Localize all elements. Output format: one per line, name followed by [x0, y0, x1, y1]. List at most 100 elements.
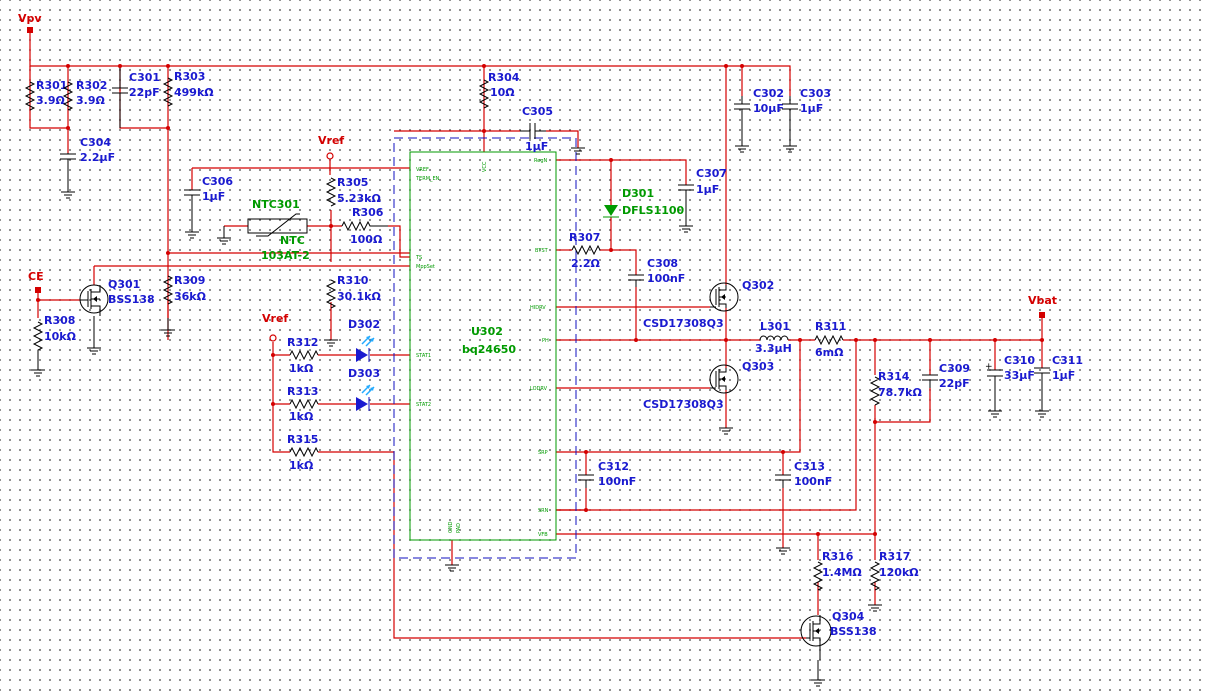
resistor-r306[interactable]: R306 100Ω — [341, 206, 388, 246]
svg-text:R308: R308 — [44, 314, 75, 327]
svg-text:3.9Ω: 3.9Ω — [76, 94, 105, 107]
svg-text:100nF: 100nF — [647, 272, 685, 285]
svg-text:R304: R304 — [488, 71, 520, 84]
svg-text:1µF: 1µF — [525, 140, 548, 153]
u302-value: bq24650 — [462, 343, 516, 356]
capacitor-c303[interactable]: C303 1µF — [782, 87, 831, 153]
capacitor-c309[interactable]: C309 22pF — [922, 362, 970, 390]
thermistor-ntc301[interactable]: NTC301 NTC 103AT-2 — [247, 198, 310, 262]
capacitor-c301[interactable]: C301 22pF — [112, 66, 160, 128]
net-ce: CE — [28, 270, 44, 293]
svg-text:R312: R312 — [287, 336, 318, 349]
svg-text:C304: C304 — [80, 136, 111, 149]
capacitor-c313[interactable]: C313 100nF — [775, 460, 832, 555]
svg-text:1µF: 1µF — [1052, 369, 1075, 382]
svg-text:R302: R302 — [76, 79, 107, 92]
svg-text:2.2Ω: 2.2Ω — [571, 257, 600, 270]
capacitor-c304[interactable]: C304 2.2µF — [60, 136, 115, 199]
resistor-r312[interactable]: R312 1kΩ — [287, 336, 319, 375]
resistor-r313[interactable]: R313 1kΩ — [287, 385, 319, 423]
svg-text:100Ω: 100Ω — [350, 233, 383, 246]
resistor-r303[interactable]: R303 499kΩ — [162, 70, 214, 107]
capacitor-c310[interactable]: + C310 33µF — [985, 354, 1035, 418]
svg-text:R303: R303 — [174, 70, 205, 83]
resistor-r310[interactable]: R310 30.1kΩ — [325, 274, 381, 309]
resistor-r309[interactable]: R309 36kΩ — [162, 274, 207, 305]
capacitor-c302[interactable]: C302 10µF — [734, 87, 784, 153]
ic-u302[interactable]: U302 bq24650 VREF TERM_EN TS MppSet STAT… — [393, 137, 577, 559]
svg-text:22pF: 22pF — [129, 86, 160, 99]
resistor-r317[interactable]: R317 120kΩ — [869, 550, 919, 591]
pin-regn: RegN — [534, 158, 547, 164]
svg-text:3.9Ω: 3.9Ω — [36, 94, 65, 107]
inductor-l301[interactable]: L301 3.3µH — [755, 320, 792, 355]
svg-text:R316: R316 — [822, 550, 854, 563]
resistor-r302[interactable]: R302 3.9Ω — [62, 79, 107, 111]
mosfet-q301[interactable]: Q301 BSS138 — [79, 278, 155, 316]
svg-text:Q303: Q303 — [742, 360, 774, 373]
svg-text:10kΩ: 10kΩ — [44, 330, 77, 343]
capacitor-c305[interactable]: C305 1µF — [520, 105, 585, 155]
resistor-r305[interactable]: R305 5.23kΩ — [325, 176, 381, 207]
capacitor-c311[interactable]: C311 1µF — [1034, 354, 1083, 418]
capacitor-c312[interactable]: C312 100nF — [578, 460, 636, 488]
resistor-r311[interactable]: R311 6mΩ — [814, 320, 846, 359]
svg-text:R306: R306 — [352, 206, 384, 219]
pin-ts: TS — [415, 255, 422, 261]
svg-text:1µF: 1µF — [202, 190, 225, 203]
svg-text:R314: R314 — [878, 370, 910, 383]
mosfet-q304[interactable]: Q304 BSS138 — [800, 610, 877, 660]
svg-text:D301: D301 — [622, 187, 654, 200]
capacitor-c308[interactable]: C308 100nF — [628, 257, 685, 287]
svg-text:Q301: Q301 — [108, 278, 140, 291]
svg-text:10µF: 10µF — [753, 102, 784, 115]
svg-text:103AT-2: 103AT-2 — [261, 249, 310, 262]
svg-text:10Ω: 10Ω — [490, 86, 515, 99]
svg-text:36kΩ: 36kΩ — [174, 290, 207, 303]
svg-text:Vpv: Vpv — [18, 12, 42, 25]
led-d303[interactable]: D303 — [348, 367, 380, 411]
u302-ref: U302 — [471, 325, 503, 338]
svg-text:C306: C306 — [202, 175, 233, 188]
net-vbat: Vbat — [1028, 294, 1057, 318]
resistor-r315[interactable]: R315 1kΩ — [287, 433, 319, 472]
svg-text:C313: C313 — [794, 460, 825, 473]
capacitor-c307[interactable]: C307 1µF — [678, 167, 727, 233]
mosfet-q302[interactable]: Q302 CSD17308Q3 — [643, 279, 774, 330]
svg-text:1kΩ: 1kΩ — [289, 410, 314, 423]
svg-text:C309: C309 — [939, 362, 970, 375]
svg-text:R315: R315 — [287, 433, 318, 446]
led-d302[interactable]: D302 — [348, 318, 380, 362]
svg-text:1.4MΩ: 1.4MΩ — [822, 566, 862, 579]
svg-text:R317: R317 — [879, 550, 910, 563]
resistor-r307[interactable]: R307 2.2Ω — [569, 231, 600, 270]
svg-text:R310: R310 — [337, 274, 369, 287]
net-vpv: Vpv — [18, 12, 42, 38]
svg-text:D302: D302 — [348, 318, 380, 331]
resistor-r316[interactable]: R316 1.4MΩ — [812, 550, 862, 591]
resistor-r308[interactable]: R308 10kΩ — [32, 314, 77, 370]
mosfet-q303[interactable]: Q303 CSD17308Q3 — [643, 360, 774, 411]
resistor-r314[interactable]: R314 78.7kΩ — [869, 370, 922, 406]
svg-text:NTC301: NTC301 — [252, 198, 300, 211]
net-vref-2: Vref — [262, 312, 288, 342]
diode-d301[interactable]: D301 DFLS1100 — [603, 187, 685, 218]
svg-text:C301: C301 — [129, 71, 160, 84]
svg-text:6mΩ: 6mΩ — [815, 346, 844, 359]
svg-text:1µF: 1µF — [696, 183, 719, 196]
pin-vfb: VFB — [538, 532, 548, 538]
svg-text:R305: R305 — [337, 176, 368, 189]
svg-text:C308: C308 — [647, 257, 678, 270]
resistor-r304[interactable]: R304 10Ω — [478, 71, 520, 109]
svg-text:R311: R311 — [815, 320, 846, 333]
svg-text:C305: C305 — [522, 105, 553, 118]
wires — [29, 38, 1043, 639]
capacitor-c306[interactable]: C306 1µF — [184, 175, 233, 239]
junction-dots — [36, 64, 1044, 536]
pin-srn: SRN — [538, 508, 549, 514]
svg-text:Vref: Vref — [318, 134, 344, 147]
resistor-r301[interactable]: R301 3.9Ω — [24, 79, 67, 111]
svg-text:33µF: 33µF — [1004, 369, 1035, 382]
pin-hidrv: HIDRV — [530, 305, 546, 311]
